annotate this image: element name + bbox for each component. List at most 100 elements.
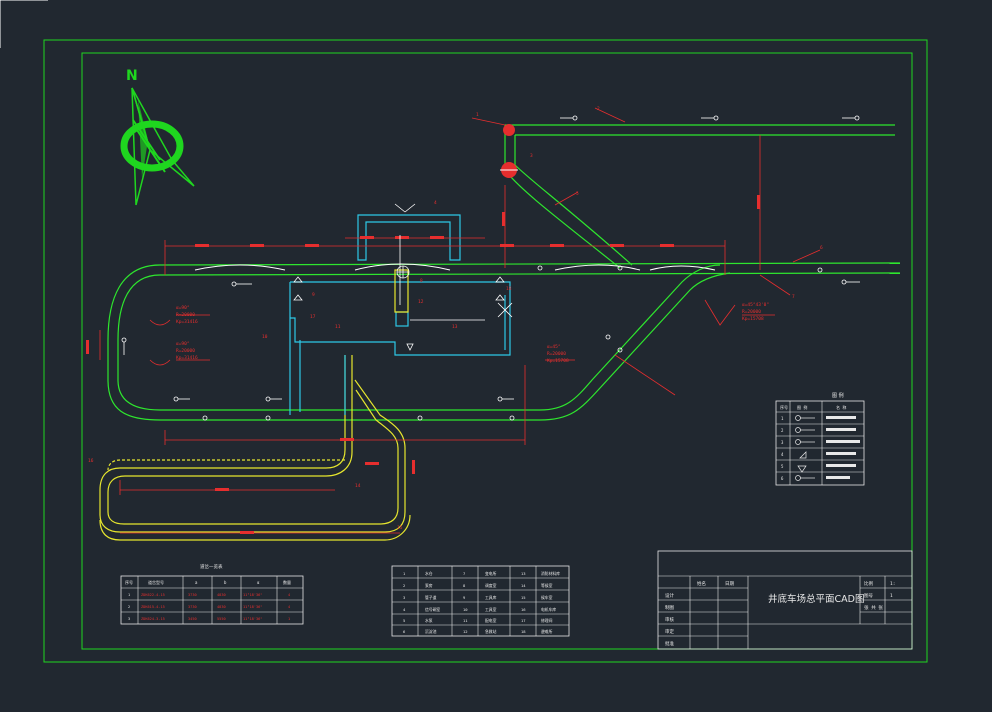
outer-frame	[43, 39, 928, 663]
svg-text:1: 1	[781, 416, 784, 421]
svg-text:序号: 序号	[780, 404, 788, 410]
chamber-cell: 12	[463, 629, 468, 634]
svg-text:a: a	[195, 580, 198, 585]
svg-text:15: 15	[397, 525, 403, 531]
svg-text:审核: 审核	[665, 616, 674, 623]
svg-text:6: 6	[781, 476, 784, 481]
svg-text:b: b	[224, 580, 227, 585]
svg-text:14: 14	[355, 483, 361, 489]
svg-text:13: 13	[452, 324, 458, 330]
drawing-title: 井底车场总平面CAD图	[768, 593, 864, 605]
inner-frame	[81, 52, 913, 650]
chamber-cell: 2	[403, 583, 405, 588]
svg-text:5550: 5550	[217, 617, 226, 621]
svg-text:11: 11	[335, 324, 341, 330]
svg-text:Kp=31416: Kp=31416	[176, 355, 198, 361]
chamber-cell: 16	[521, 607, 526, 612]
legend-table: 图 例 序号 图 例 名 称 123 456	[775, 392, 865, 486]
svg-text:4: 4	[434, 200, 437, 206]
svg-text:ZDK622-4-15: ZDK622-4-15	[141, 593, 165, 597]
svg-text:数量: 数量	[283, 579, 291, 585]
svg-text:α=90°: α=90°	[176, 341, 190, 347]
svg-text:批准: 批准	[665, 640, 674, 647]
north-arrow: N	[120, 68, 195, 206]
svg-text:比例: 比例	[864, 580, 873, 587]
chamber-cell: 水泵	[425, 618, 433, 623]
viewport-corner	[0, 0, 48, 48]
svg-text:4830: 4830	[217, 605, 226, 609]
chamber-cell: 17	[521, 618, 526, 623]
main-track	[107, 124, 901, 421]
chamber-cell: 等候室	[541, 583, 553, 588]
svg-text:12: 12	[418, 299, 424, 305]
svg-text:道岔一览表: 道岔一览表	[200, 563, 223, 570]
svg-text:11°18'36": 11°18'36"	[243, 593, 262, 597]
svg-text:设计: 设计	[665, 592, 674, 599]
svg-text:图号: 图号	[864, 593, 873, 599]
svg-text:图 例: 图 例	[797, 404, 807, 410]
chamber-cell: 13	[521, 571, 526, 576]
chamber-cell: 8	[463, 583, 466, 588]
svg-text:3: 3	[781, 440, 784, 445]
svg-text:Kp=31416: Kp=31416	[176, 319, 198, 325]
chamber-cell: 沉淀池	[425, 629, 437, 634]
dimension-lines	[99, 107, 821, 534]
svg-text:ZDK624-3-15: ZDK624-3-15	[141, 617, 165, 621]
svg-text:1: 1	[288, 617, 290, 621]
chamber-cell: 1	[403, 571, 406, 576]
svg-text:4: 4	[288, 605, 290, 609]
dimension-ticks	[86, 195, 760, 534]
chamber-cell: 修理间	[541, 618, 553, 623]
chamber-cell: 9	[463, 595, 466, 600]
chamber-cell: 调度室	[485, 583, 497, 588]
svg-text:1: 1	[476, 112, 479, 118]
chamber-cell: 候车室	[541, 595, 553, 600]
svg-text:3730: 3730	[188, 605, 197, 609]
svg-text:α=45°: α=45°	[547, 344, 561, 350]
equipment-symbols	[121, 115, 860, 421]
svg-text:2: 2	[781, 428, 784, 433]
svg-text:R=20000: R=20000	[742, 309, 761, 315]
svg-text:4830: 4830	[217, 593, 226, 597]
svg-text:8: 8	[420, 278, 423, 284]
svg-text:α: α	[257, 580, 260, 585]
svg-text:Kp=15708: Kp=15708	[742, 316, 764, 322]
svg-text:11°18'36": 11°18'36"	[243, 605, 262, 609]
svg-text:道岔型号: 道岔型号	[148, 579, 164, 585]
svg-text:1:: 1:	[890, 581, 895, 587]
svg-text:5: 5	[576, 191, 579, 197]
chamber-cell: 11	[463, 618, 468, 623]
svg-text:1: 1	[890, 593, 893, 599]
curve-notes: α=90° R=20000 Kp=31416 α=90° R=20000 Kp=…	[176, 302, 769, 364]
chamber-cell: 避难所	[541, 629, 553, 634]
svg-text:序号: 序号	[125, 579, 133, 585]
svg-text:5: 5	[781, 464, 784, 469]
chamber-cell: 急救站	[485, 629, 497, 634]
svg-text:17: 17	[310, 314, 316, 320]
chamber-cell: 电机车库	[541, 607, 556, 612]
chamber-cell: 泵房	[425, 583, 433, 588]
yellow-tracks	[99, 355, 411, 541]
svg-text:日期: 日期	[725, 581, 734, 587]
svg-text:6: 6	[820, 245, 823, 251]
chamber-cell: 工具库	[485, 595, 497, 600]
svg-text:10: 10	[262, 334, 268, 340]
svg-text:α=90°: α=90°	[176, 305, 190, 311]
svg-text:2: 2	[128, 605, 130, 609]
chamber-cell: 变电所	[485, 571, 497, 576]
chamber-cell: 4	[403, 607, 406, 612]
chamber-cell: 消防材料库	[541, 571, 560, 576]
svg-text:4: 4	[288, 593, 290, 597]
svg-text:R=20000: R=20000	[176, 312, 195, 318]
chamber-cell: 6	[403, 629, 406, 634]
svg-text:3: 3	[128, 617, 130, 621]
svg-text:α=45°43'0": α=45°43'0"	[742, 302, 769, 308]
svg-text:图 例: 图 例	[832, 392, 844, 399]
svg-text:4: 4	[781, 452, 784, 457]
chamber-cell: 信号硐室	[425, 607, 440, 612]
turnout-table: 道岔一览表 序号 道岔型号 a b α 数量 1 ZDK622-4-15 373…	[120, 563, 304, 625]
svg-text:R=20000: R=20000	[176, 348, 195, 354]
chambers	[289, 214, 511, 415]
svg-text:张 共 张: 张 共 张	[864, 604, 883, 611]
